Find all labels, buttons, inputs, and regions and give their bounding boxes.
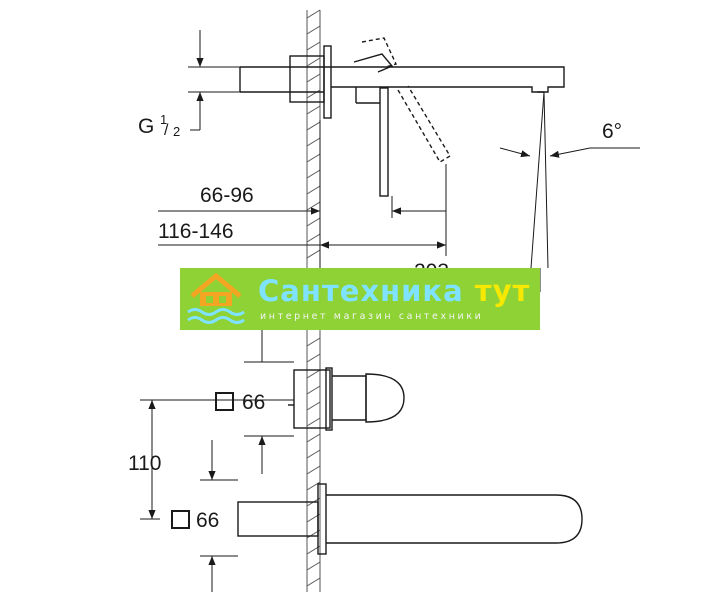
front-handle-plate bbox=[293, 369, 331, 429]
side-lever-open-handle bbox=[397, 85, 451, 163]
thread-label-g: G bbox=[138, 115, 154, 138]
square-symbol-upper bbox=[215, 392, 234, 411]
side-view bbox=[239, 37, 565, 197]
dim-66-96-label: 66-96 bbox=[200, 184, 254, 207]
side-lever-handle bbox=[379, 87, 389, 197]
front-spout bbox=[326, 494, 583, 544]
watermark-banner: Сантехника тут интернет магазин сантехни… bbox=[180, 268, 540, 330]
angle-dimension bbox=[499, 91, 640, 269]
square-upper-label: 66 bbox=[242, 391, 265, 414]
watermark-title: Сантехника тут bbox=[258, 274, 530, 308]
angle-label: 6° bbox=[602, 120, 622, 143]
front-spout-plate bbox=[317, 483, 327, 555]
front-handle-body bbox=[332, 375, 367, 421]
front-handle-lever bbox=[365, 373, 405, 423]
front-dimensions bbox=[140, 330, 294, 592]
thread-label-den: 2 bbox=[173, 124, 180, 139]
side-lever-top bbox=[353, 53, 394, 73]
side-spout bbox=[240, 66, 565, 93]
side-escutcheon bbox=[323, 45, 332, 119]
square-symbol-lower bbox=[171, 510, 190, 529]
house-waves-logo-icon bbox=[187, 272, 245, 324]
dim-110-label: 110 bbox=[128, 452, 161, 475]
thread-label-slash: / bbox=[164, 122, 169, 139]
thread-dimension bbox=[188, 30, 240, 131]
watermark-title-accent: тут bbox=[474, 274, 531, 308]
watermark-subtitle: интернет магазин сантехники bbox=[260, 311, 484, 322]
thread-label-num: 1 bbox=[160, 112, 167, 127]
dim-116-146 bbox=[158, 164, 447, 256]
front-rough-in bbox=[237, 501, 319, 537]
side-rough-in-body bbox=[289, 55, 325, 103]
dim-116-146-label: 116-146 bbox=[158, 220, 234, 243]
side-lever-open-top bbox=[361, 37, 397, 68]
front-view bbox=[237, 367, 583, 555]
square-lower-label: 66 bbox=[196, 509, 219, 532]
watermark-title-main: Сантехника bbox=[258, 274, 464, 308]
